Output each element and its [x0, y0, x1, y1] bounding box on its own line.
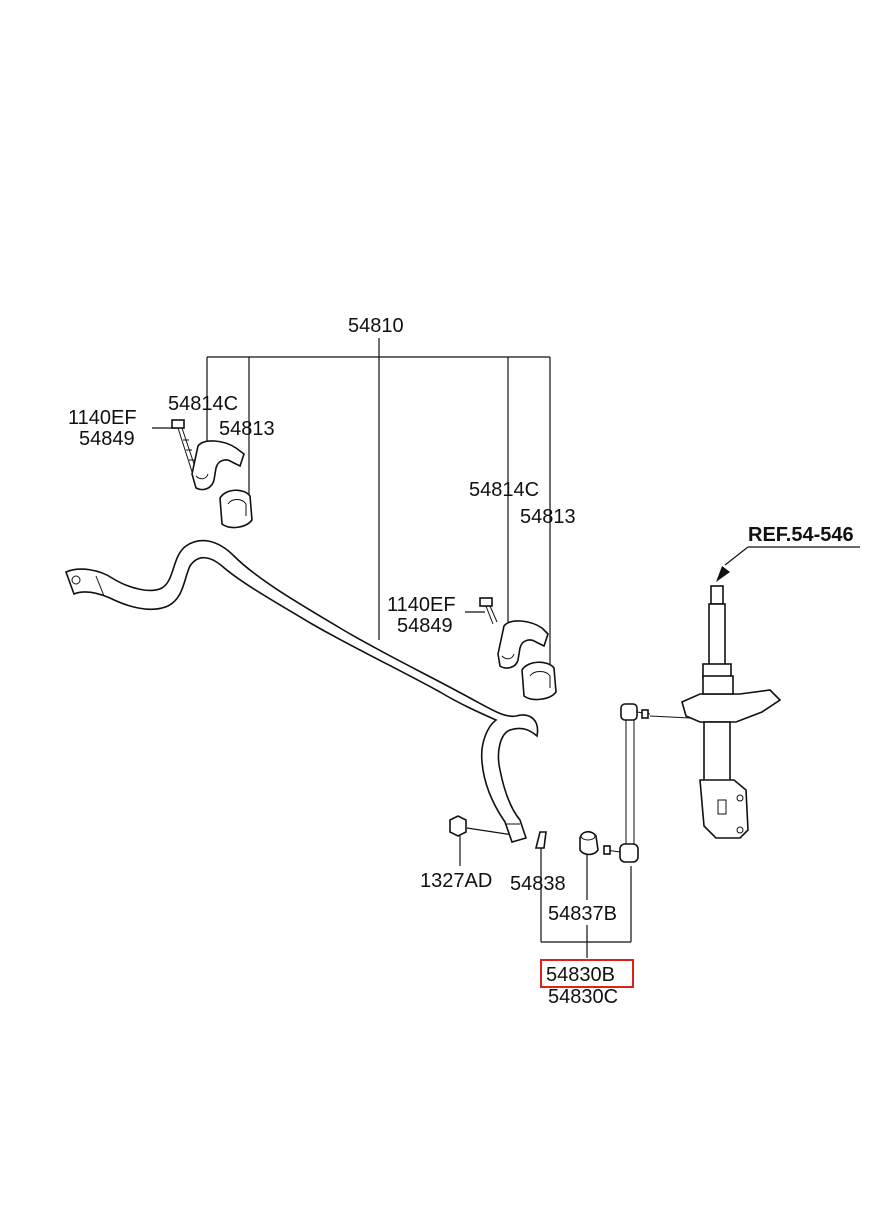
ref-arrow-icon	[716, 566, 730, 582]
washer	[534, 831, 547, 849]
leader-lines	[152, 338, 860, 958]
stabilizer-link	[603, 703, 651, 863]
label-bolt-left-alt: 54849	[79, 428, 135, 450]
highlight-box	[540, 959, 634, 988]
label-54810: 54810	[348, 315, 404, 337]
bracket-right	[497, 620, 549, 669]
label-bolt-right: 1140EF	[387, 594, 456, 616]
label-bracket-right: 54814C	[469, 479, 539, 501]
bolt-right	[479, 597, 498, 625]
label-nut: 1327AD	[420, 870, 492, 892]
label-bolt-left: 1140EF	[68, 407, 137, 429]
bracket-left	[191, 440, 245, 491]
label-bushing-left: 54813	[219, 418, 275, 440]
strut-assembly	[681, 585, 782, 839]
label-dust-cover: 54837B	[548, 903, 617, 925]
label-strut-ref[interactable]: REF.54-546	[748, 524, 854, 546]
dust-cover	[579, 830, 599, 856]
label-washer: 54838	[510, 873, 566, 895]
bushing-right	[521, 661, 557, 701]
label-bushing-right: 54813	[520, 506, 576, 528]
label-link-alt: 54830C	[548, 986, 618, 1008]
label-link-highlighted[interactable]: 54830B	[546, 964, 615, 986]
label-bracket-left: 54814C	[168, 393, 238, 415]
bushing-left	[219, 489, 253, 529]
stabilizer-bar	[64, 539, 539, 843]
nut	[449, 815, 467, 837]
label-bolt-right-alt: 54849	[397, 615, 453, 637]
part-labels: 54810 54814C 54813 1140EF 54849 54814C 5…	[68, 315, 854, 1008]
